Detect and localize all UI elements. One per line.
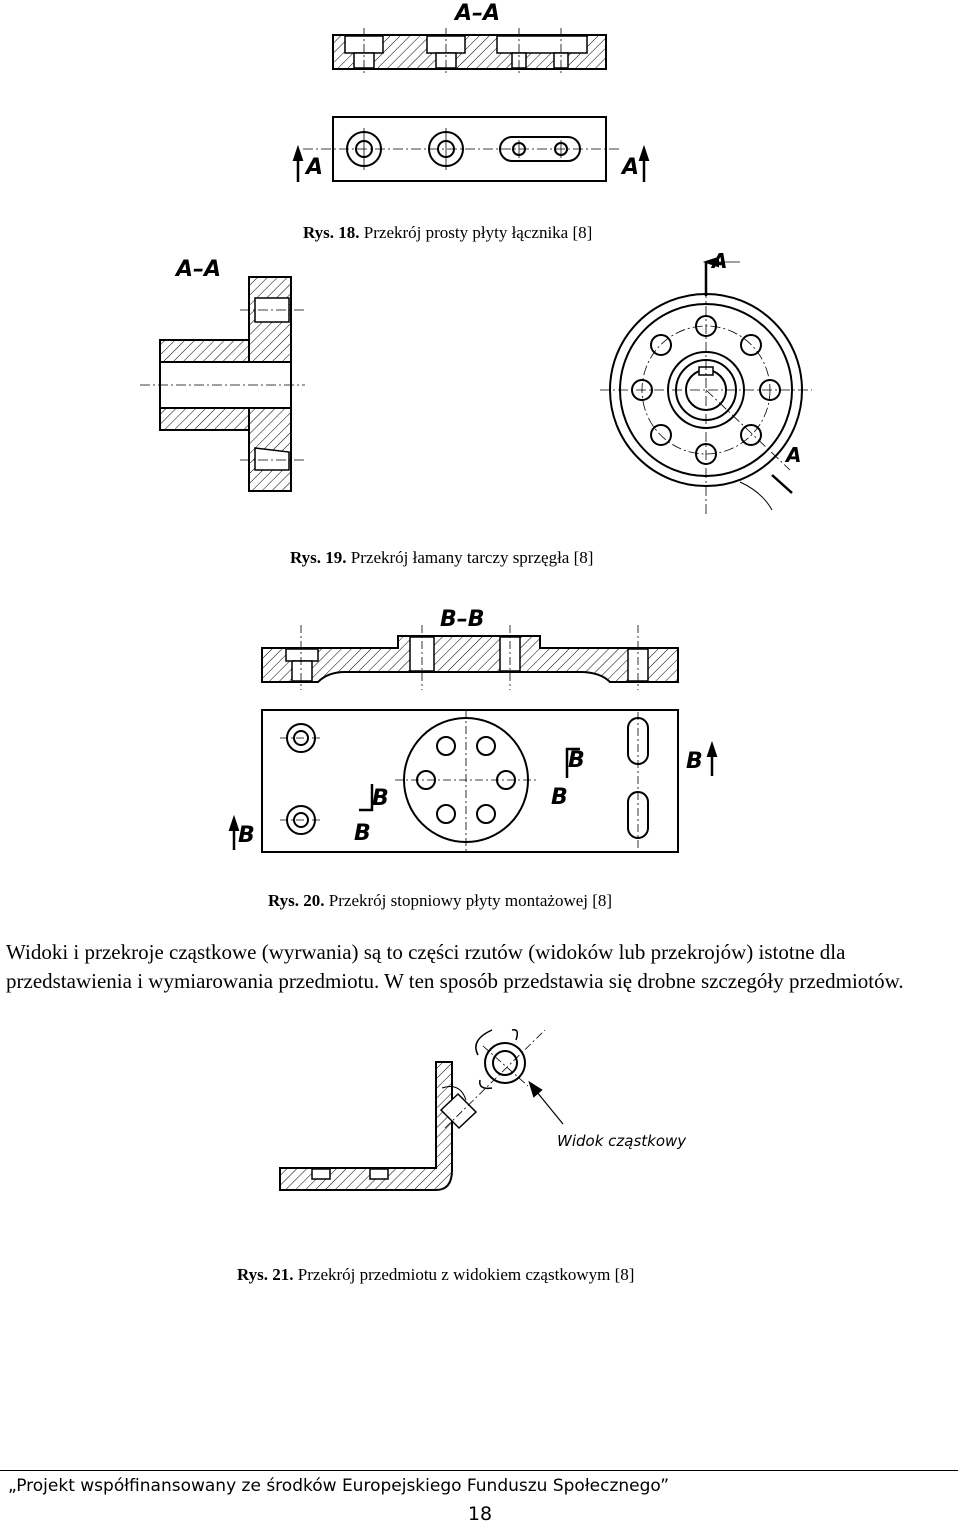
fig21-annotation: Widok cząstkowy	[557, 1132, 687, 1150]
fig19-number: Rys. 19.	[290, 548, 347, 567]
fig20-cut-label-3: B	[568, 748, 585, 773]
fig18-top-view: A A	[292, 116, 650, 182]
fig21-caption-text: Przekrój przedmiotu z widokiem cząstkowy…	[293, 1265, 635, 1284]
fig20-top-view: B B B B B B	[228, 709, 718, 853]
fig20-section-view: B–B	[261, 607, 679, 690]
fig19-section-label: A–A	[174, 257, 221, 282]
fig19-section-view: A–A	[140, 257, 305, 492]
fig18-caption: Rys. 18. Przekrój prosty płyty łącznika …	[303, 223, 592, 243]
fig20-cut-label-6: B	[686, 749, 703, 774]
fig18-cut-label-right: A	[620, 155, 639, 180]
footer-text: „Projekt współfinansowany ze środków Eur…	[8, 1476, 670, 1496]
fig18-section-label: A–A	[453, 1, 500, 26]
fig19-cut-label-bottom: A	[784, 443, 801, 467]
body-paragraph: Widoki i przekroje cząstkowe (wyrwania) …	[6, 940, 904, 993]
fig21-drawing: Widok cząstkowy	[279, 1028, 687, 1191]
fig19-caption: Rys. 19. Przekrój łamany tarczy sprzęgła…	[290, 548, 593, 568]
page-number: 18	[467, 1503, 493, 1525]
fig20-cut-label-5: B	[238, 823, 255, 848]
fig21-number: Rys. 21.	[237, 1265, 294, 1284]
fig19-cut-label-top: A	[710, 249, 727, 273]
fig20-number: Rys. 20.	[268, 891, 325, 910]
fig20-section-label: B–B	[440, 607, 485, 632]
fig19-caption-text: Przekrój łamany tarczy sprzęgła [8]	[346, 548, 594, 567]
footer-divider	[0, 1470, 958, 1471]
fig21-caption: Rys. 21. Przekrój przedmiotu z widokiem …	[237, 1265, 634, 1285]
fig20-cut-label-4: B	[551, 785, 568, 810]
fig18-section-view: A–A	[332, 1, 607, 76]
fig19-front-view: A A	[600, 249, 812, 515]
fig18-caption-text: Przekrój prosty płyty łącznika [8]	[359, 223, 593, 242]
fig18-number: Rys. 18.	[303, 223, 360, 242]
fig20-cut-label-2: B	[354, 821, 371, 846]
fig18-cut-label-left: A	[304, 155, 323, 180]
fig20-caption-text: Przekrój stopniowy płyty montażowej [8]	[324, 891, 613, 910]
fig20-caption: Rys. 20. Przekrój stopniowy płyty montaż…	[268, 891, 612, 911]
fig20-cut-label-1: B	[372, 786, 389, 811]
